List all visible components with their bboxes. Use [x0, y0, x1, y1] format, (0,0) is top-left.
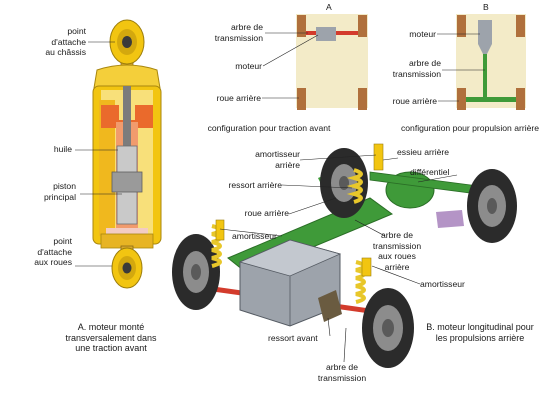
- config-a-caption: configuration pour traction avant: [207, 123, 331, 133]
- config-b-rear-wheel-label: roue arrière: [392, 96, 437, 106]
- label-shaft-rear: arbre de transmission aux roues arrière: [372, 230, 422, 272]
- config-a-motor-label: moteur: [235, 61, 262, 71]
- rear-springs: [211, 168, 366, 304]
- config-b-leaders: [437, 33, 485, 102]
- label-differential: différentiel: [410, 167, 450, 177]
- label-attach-top: point d'attache au châssis: [45, 26, 86, 57]
- wheel-front-left: [172, 234, 220, 310]
- shock-leader-lines: [75, 41, 122, 267]
- shock-units: [215, 143, 384, 277]
- config-a-diagram: [296, 14, 368, 110]
- label-shock: amortisseur: [232, 231, 277, 241]
- config-b-diagram: [456, 14, 526, 110]
- label-rear-wheel: roue arrière: [244, 208, 289, 218]
- label-front-spring: ressort avant: [268, 333, 318, 343]
- config-b-caption: configuration pour propulsion arrière: [400, 123, 540, 133]
- config-a-shaft-label: arbre de transmission: [214, 22, 263, 43]
- label-shaft-front: arbre de transmission: [317, 362, 367, 383]
- config-b-letter: B: [483, 2, 489, 12]
- wheel-front-right: [362, 288, 414, 368]
- label-rear-axle: essieu arrière: [397, 147, 450, 157]
- label-oil: huile: [53, 144, 72, 154]
- config-a-rear-wheel-label: roue arrière: [216, 93, 261, 103]
- engine-block: [238, 239, 342, 327]
- config-b-motor-label: moteur: [409, 29, 436, 39]
- wheel-rear-right: [467, 169, 517, 243]
- config-a-leaders: [262, 32, 319, 99]
- config-b-shaft-label: arbre de transmission: [392, 58, 441, 79]
- label-shock-right: amortisseur: [420, 279, 465, 289]
- label-rear-spring: ressort arrière: [228, 180, 282, 190]
- caption-a: A. moteur monté transversalement dans un…: [65, 322, 157, 353]
- config-a-letter: A: [326, 2, 332, 12]
- caption-b: B. moteur longitudinal pour les propulsi…: [426, 322, 534, 343]
- label-piston: piston principal: [43, 181, 76, 202]
- label-rear-shock: amortisseur arrière: [255, 149, 300, 170]
- label-attach-bottom: point d'attache aux roues: [34, 236, 72, 267]
- shock-absorber: [92, 19, 162, 289]
- car-leader-lines: [219, 154, 458, 363]
